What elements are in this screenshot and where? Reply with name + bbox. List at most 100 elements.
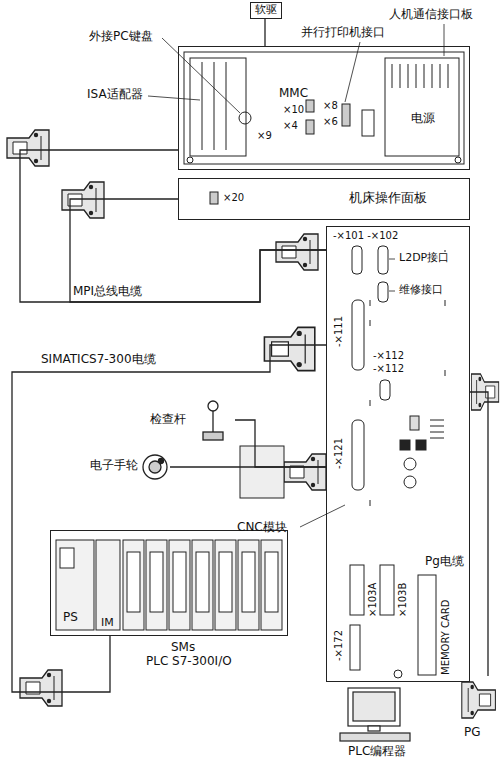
connector-label: ×6 [322,116,339,128]
marks [370,250,445,506]
cable-line [170,466,326,467]
sm-module [238,540,259,630]
handwheel-icon [143,455,167,479]
connector-label: -×101 -×102 [332,230,399,242]
screen [353,692,395,721]
sm-module [261,540,282,630]
connector-label: ×103B [397,582,409,618]
plug [276,234,318,270]
connector-label: ×8 [322,100,339,112]
plug [62,182,104,218]
node-text: PS [63,611,78,625]
node-text: 机床操作面板 [349,191,427,206]
connector [352,246,362,274]
node-text: IM [101,617,114,630]
cable-line [20,150,326,302]
node-text: PG [464,726,481,740]
node-text: SMs [171,641,195,655]
lever-knob [208,401,218,411]
screw [394,670,402,678]
cable-label: Pg电缆 [424,555,465,569]
node-text: 电子手轮 [90,459,138,473]
connector-label: -×112 [372,350,405,362]
ps-module [56,540,94,630]
connector [378,282,388,302]
sm-terminal [265,552,278,612]
sm-terminal [173,552,186,612]
part-label: 并行打印机接口 [300,26,386,40]
slot [214,62,215,150]
cable-line [235,420,326,467]
sm-terminal [242,552,255,612]
stand [368,726,380,731]
plc-rack: PSIMSMsPLC S7-300I/O [50,530,288,636]
handheld-unit [240,446,284,498]
switch [404,476,416,488]
programmer: PLC编程器 [330,684,420,762]
leader-line [345,42,360,102]
wheel [143,455,167,479]
cable-line [70,199,326,302]
node-text: 软驱 [255,4,277,17]
lever-shaft [212,411,213,432]
sm-module [192,540,213,630]
screw [455,157,461,163]
display [410,416,419,430]
leds [430,420,444,438]
check-lever: 检查杆 [150,398,235,444]
slot [226,62,227,150]
leader-line [389,291,395,292]
cable-label: MPI总线电缆 [72,285,143,299]
slot [202,62,203,150]
card-slot [418,575,436,675]
keyboard-port [239,112,251,124]
connector-label: ×4 [282,120,299,132]
node-text: PLC编程器 [348,745,406,759]
mmc-details [184,52,464,164]
leader-line [162,38,240,113]
node-text: CNC模块 [237,521,287,535]
leader-line [148,96,200,100]
handwheel: 电子手轮 [90,452,170,482]
connector [350,565,364,615]
port [306,100,314,112]
port [210,192,218,204]
junction-box [240,446,284,498]
sm-module [169,540,190,630]
sm-modules [123,540,282,630]
part-label: 电源 [410,112,436,126]
connector-label: -×172 [333,629,345,662]
screw [187,157,193,163]
button [400,440,410,450]
connector [352,300,364,370]
connector [380,380,390,400]
connector [352,420,364,490]
connector-label: ×10 [282,104,305,116]
connector-label: -×112 [372,363,405,375]
cnc-module: CNC模块 [326,226,470,682]
connector-label: ×103A [367,582,379,618]
lever-base [203,432,223,440]
sm-terminal [219,552,232,612]
node-text: 检查杆 [150,413,186,427]
cable-line [470,392,488,676]
cable-line [12,345,326,692]
monitor [348,688,400,726]
plugs [7,130,499,718]
connector [378,246,388,274]
cnc-details [350,246,445,678]
connector-label: -×121 [333,437,345,470]
inner-frame [184,52,464,164]
module-window [60,548,74,568]
node-text: PLC S7-300I/O [146,655,232,669]
plug [20,670,62,706]
plug [264,327,314,370]
power-unit [385,58,459,156]
port [342,104,350,126]
leader-line [300,505,345,527]
drive-box: 软驱 [250,2,282,19]
